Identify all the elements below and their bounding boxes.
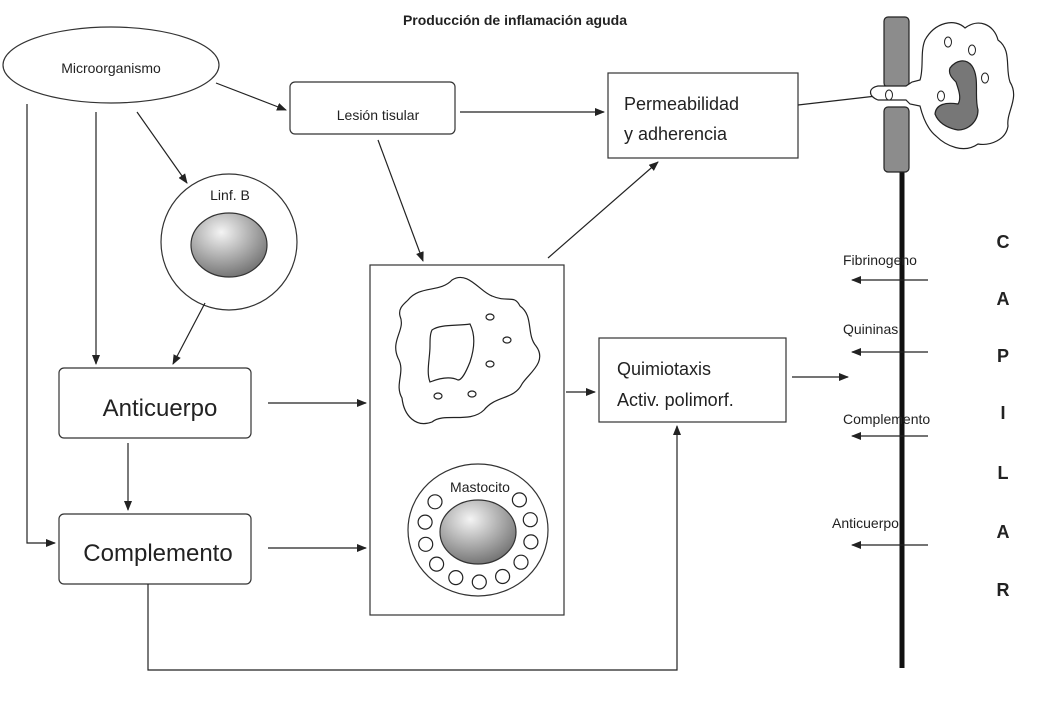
mastocito-label: Mastocito	[450, 479, 510, 495]
granule	[968, 44, 976, 56]
arrow-lesion-to-mastocito	[377, 139, 424, 262]
mastocito-granule	[448, 569, 464, 586]
granule	[981, 72, 989, 84]
exudate-label-anticuerpo: Anticuerpo	[832, 515, 899, 531]
linfocito-b-cell: Linf. B	[160, 173, 298, 311]
mastocito-granule	[522, 512, 538, 528]
capilar-letter: L	[998, 463, 1009, 483]
endothelial-cell-upper	[883, 16, 910, 88]
capilar-letter: R	[997, 580, 1010, 600]
arrow-micro-to-linfb	[136, 111, 188, 184]
lesion-tisular-label: Lesión tisular	[337, 107, 420, 123]
granule	[433, 392, 443, 400]
granule	[944, 36, 952, 48]
mastocito-nucleus	[439, 499, 517, 565]
neutrophil-outline	[869, 22, 1015, 150]
neutrophil-nucleus	[934, 60, 979, 131]
connectors	[26, 82, 886, 671]
mastocito-granule	[523, 534, 539, 550]
granule	[502, 336, 512, 344]
arrow-micro-to-lesion	[215, 82, 287, 111]
endothelial-cell-lower	[883, 106, 910, 173]
microorganismo-node: Microorganismo	[2, 26, 220, 104]
capilar-letter: I	[1000, 403, 1005, 423]
neutrophil-transmigrating	[869, 22, 1015, 150]
microorganismo-label: Microorganismo	[61, 60, 161, 76]
complemento-label: Complemento	[83, 540, 232, 567]
linfocito-nucleus	[190, 212, 268, 278]
capilar-letter: A	[997, 289, 1010, 309]
mastocito-granule	[495, 568, 511, 585]
granule	[885, 89, 893, 101]
irregular-cell-outline	[395, 277, 541, 425]
mastocito-granule	[418, 536, 434, 552]
capilar-letter: P	[997, 346, 1009, 366]
arrow-micro-to-complemento	[26, 104, 56, 547]
exudate-group: Fibrinogeno Quininas Complemento Anticue…	[832, 252, 930, 549]
quimiotaxis-node: Quimiotaxis Activ. polimorf.	[598, 337, 787, 423]
anticuerpo-label: Anticuerpo	[103, 395, 218, 422]
exudate-label-fibrinogeno: Fibrinogeno	[843, 252, 917, 268]
capillary-wall	[883, 16, 910, 668]
mastocito-cell: Mastocito	[407, 463, 549, 597]
granule	[467, 390, 477, 398]
permeabilidad-label-2: y adherencia	[624, 124, 728, 144]
exudate-label-complemento: Complemento	[843, 411, 930, 427]
mastocito-granule	[429, 556, 445, 572]
mastocito-panel: Mastocito	[369, 264, 565, 616]
irregular-cell-nucleus	[427, 323, 475, 383]
complemento-node: Complemento	[58, 513, 252, 585]
mastocito-granule	[471, 574, 487, 590]
quimiotaxis-label-2: Activ. polimorf.	[617, 390, 734, 410]
permeabilidad-node: Permeabilidad y adherencia	[607, 72, 799, 159]
capilar-vertical-label: C A P I L A R	[997, 232, 1010, 600]
capilar-letter: C	[997, 232, 1010, 252]
diagram-title: Producción de inflamación aguda	[403, 12, 627, 28]
quimiotaxis-label-1: Quimiotaxis	[617, 359, 711, 379]
lesion-tisular-node: Lesión tisular	[289, 81, 456, 135]
exudate-label-quininas: Quininas	[843, 321, 898, 337]
permeabilidad-label-1: Permeabilidad	[624, 94, 739, 114]
line-permeabilidad-to-cell	[797, 94, 886, 106]
mastocito-granule	[511, 492, 528, 508]
granule	[485, 360, 495, 368]
linfocito-b-label: Linf. B	[210, 187, 250, 203]
arrow-complemento-to-quimiotaxis	[147, 425, 681, 671]
mastocito-granule	[513, 554, 529, 570]
granule	[485, 313, 495, 321]
arrow-linfb-to-anticuerpo	[172, 302, 206, 365]
anticuerpo-node: Anticuerpo	[58, 367, 252, 439]
capilar-letter: A	[997, 522, 1010, 542]
mastocito-granule	[417, 514, 433, 530]
mastocito-granule	[427, 494, 443, 510]
granule	[937, 90, 945, 102]
arrow-mastocito-to-permeabilidad	[547, 161, 659, 259]
